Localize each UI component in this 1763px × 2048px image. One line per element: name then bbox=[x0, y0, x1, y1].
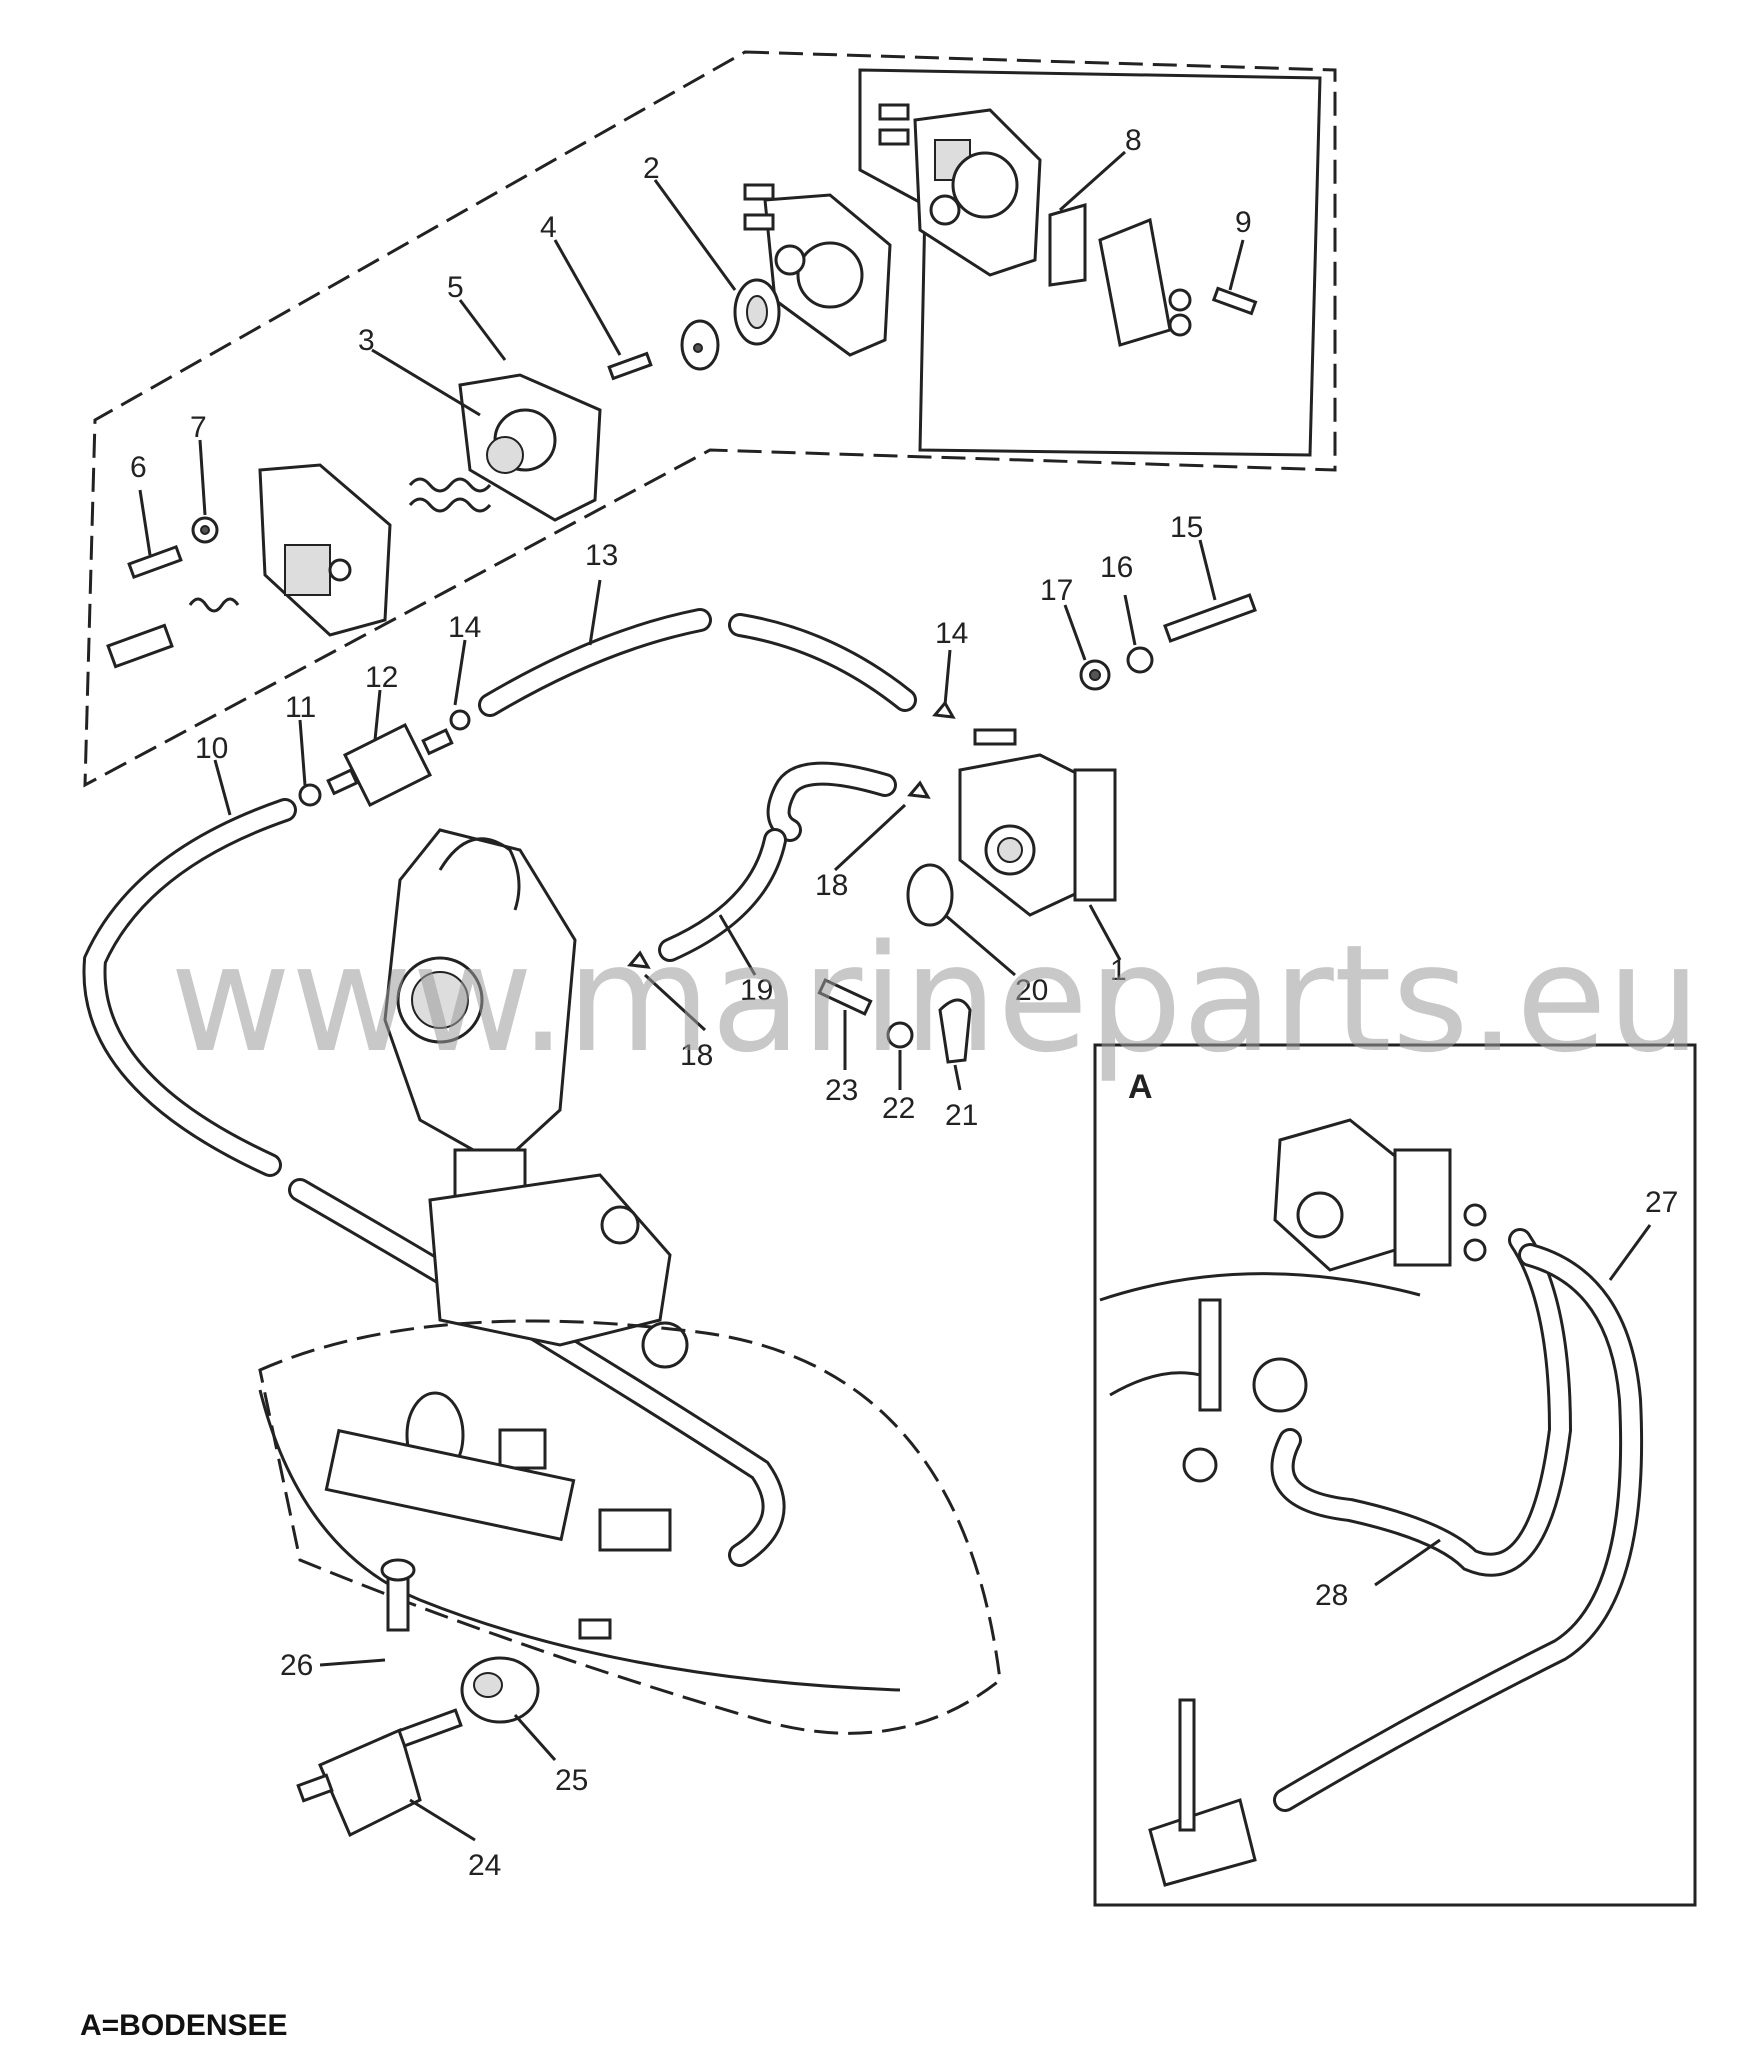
callout-2: 2 bbox=[643, 152, 660, 185]
fitting-valve bbox=[106, 623, 174, 669]
callout-19: 19 bbox=[740, 974, 773, 1007]
clamp-14-left bbox=[449, 709, 471, 731]
carburetor bbox=[383, 828, 577, 1232]
inset-a-label: A bbox=[1128, 1068, 1153, 1106]
callout-27: 27 bbox=[1645, 1186, 1678, 1219]
callout-14-left: 14 bbox=[448, 611, 481, 644]
callout-15: 15 bbox=[1170, 511, 1203, 544]
check-valve-disc bbox=[680, 319, 720, 371]
callout-14-right: 14 bbox=[935, 617, 968, 650]
callout-24: 24 bbox=[468, 1849, 501, 1882]
inset-a-connector bbox=[1148, 1698, 1257, 1887]
callout-18-left: 18 bbox=[680, 1039, 713, 1072]
clamp-14-right bbox=[932, 700, 956, 719]
leader-lines bbox=[138, 150, 1652, 1842]
spring-small bbox=[188, 597, 240, 613]
callout-9: 9 bbox=[1235, 206, 1252, 239]
callout-22: 22 bbox=[882, 1092, 915, 1125]
screw-15 bbox=[1163, 593, 1257, 643]
diaphragm-gasket bbox=[733, 278, 781, 346]
callout-11: 11 bbox=[285, 691, 316, 724]
intake-bracket bbox=[428, 1173, 689, 1369]
filter-housing-subassembly-box bbox=[858, 68, 1322, 457]
inset-a-pump bbox=[1273, 1118, 1487, 1272]
callout-13: 13 bbox=[585, 539, 618, 572]
inset-a-hose-27 bbox=[1273, 1243, 1644, 1812]
callout-8: 8 bbox=[1125, 124, 1142, 157]
callout-1: 1 bbox=[1110, 954, 1127, 987]
nut-17 bbox=[1079, 659, 1111, 691]
nut-22 bbox=[886, 1021, 914, 1049]
screw-23 bbox=[817, 978, 873, 1016]
inline-fuel-filter-12 bbox=[326, 722, 454, 808]
callout-21: 21 bbox=[945, 1099, 978, 1132]
callout-12: 12 bbox=[365, 661, 398, 694]
callout-16: 16 bbox=[1100, 551, 1133, 584]
clip-21 bbox=[938, 998, 972, 1064]
pump-cover-plate-upper bbox=[878, 103, 1042, 277]
fuel-connector-24 bbox=[296, 1708, 463, 1838]
hose-upper-loop bbox=[766, 761, 897, 842]
callout-26: 26 bbox=[280, 1649, 313, 1682]
spring bbox=[408, 477, 492, 513]
exploded-view-boundary bbox=[83, 50, 1337, 788]
clamp-11 bbox=[298, 783, 322, 807]
clamp-18-upper bbox=[907, 780, 931, 799]
callout-7: 7 bbox=[190, 411, 207, 444]
callout-4: 4 bbox=[540, 211, 557, 244]
callout-5: 5 bbox=[447, 271, 464, 304]
callout-23: 23 bbox=[825, 1074, 858, 1107]
lower-cowl bbox=[258, 1319, 1002, 1735]
callout-28: 28 bbox=[1315, 1579, 1348, 1612]
pump-diaphragm-plate bbox=[458, 373, 602, 522]
hose-13 bbox=[478, 608, 917, 717]
nut-7 bbox=[191, 516, 219, 544]
filter-element-8 bbox=[1048, 203, 1087, 287]
washer-16 bbox=[1126, 646, 1154, 674]
fuel-pump-assembly bbox=[958, 728, 1117, 917]
inset-a-cowl bbox=[1099, 1228, 1573, 1577]
hose-19 bbox=[658, 828, 787, 962]
watermark: www.marineparts.eu bbox=[170, 913, 1701, 1085]
o-ring-20 bbox=[906, 863, 954, 927]
pump-cover-plate-middle bbox=[743, 183, 892, 357]
grommet-25 bbox=[460, 1656, 540, 1724]
screw-4 bbox=[607, 351, 653, 381]
callout-6: 6 bbox=[130, 451, 147, 484]
screw-6 bbox=[127, 544, 183, 580]
hose-10 bbox=[82, 798, 786, 1567]
inset-a-frame bbox=[1093, 1043, 1697, 1907]
screw-26 bbox=[380, 1558, 416, 1632]
callout-25: 25 bbox=[555, 1764, 588, 1797]
callout-3: 3 bbox=[358, 324, 375, 357]
callout-17: 17 bbox=[1040, 574, 1073, 607]
callout-20: 20 bbox=[1015, 974, 1048, 1007]
legend-text: A=BODENSEE bbox=[80, 2009, 288, 2042]
callout-10: 10 bbox=[195, 732, 228, 765]
callout-18-right: 18 bbox=[815, 869, 848, 902]
callout-labels: 1 2 3 4 5 6 7 8 9 10 11 12 13 14 14 15 1… bbox=[130, 124, 1678, 1882]
pump-body bbox=[258, 463, 392, 637]
filter-body-9 bbox=[1098, 217, 1258, 347]
clamp-18-lower bbox=[627, 950, 651, 969]
